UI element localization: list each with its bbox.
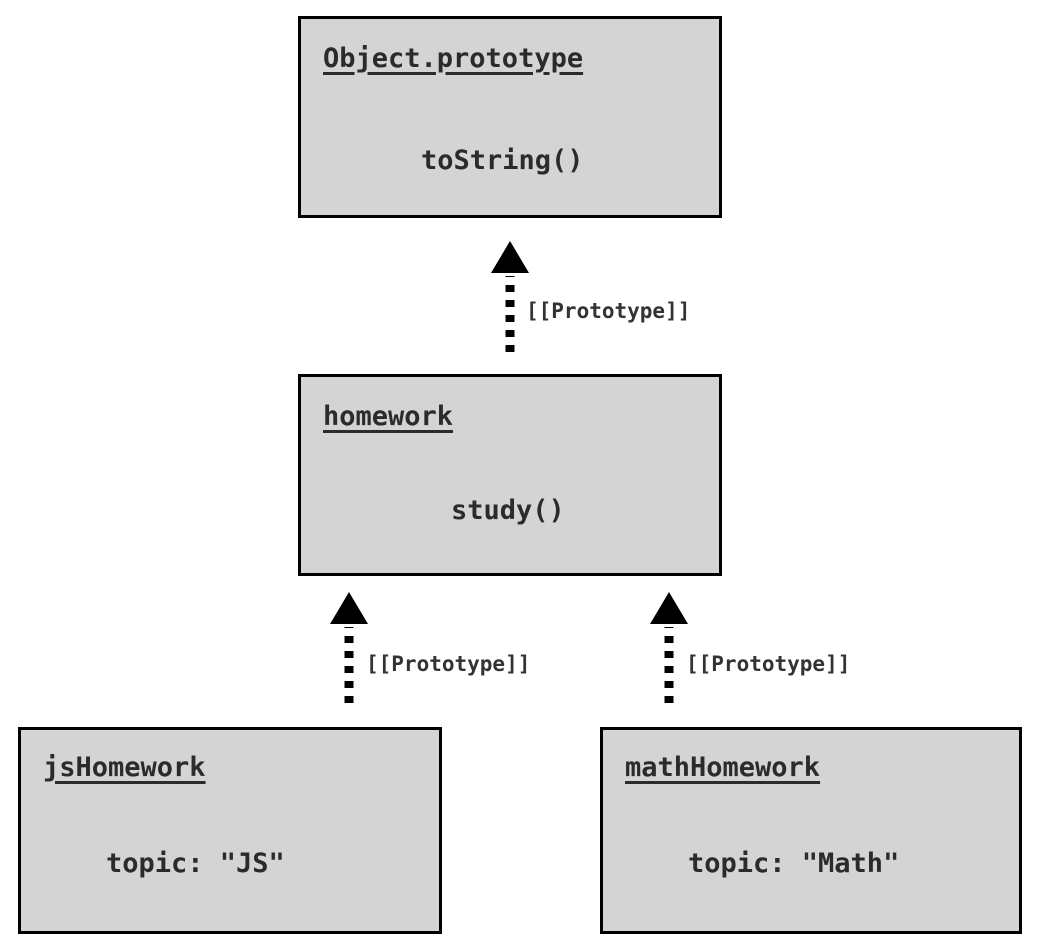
node-title-jshomework: jsHomework <box>43 752 206 783</box>
node-box-jshomework[interactable]: jsHomework topic: "JS" <box>18 727 442 934</box>
node-box-object-prototype[interactable]: Object.prototype toString() <box>298 16 722 218</box>
node-member-mathhomework-topic: topic: "Math" <box>688 848 900 879</box>
edge-homework-to-object-prototype <box>491 241 529 352</box>
node-box-mathhomework[interactable]: mathHomework topic: "Math" <box>600 727 1022 934</box>
node-member-homework-study: study() <box>451 495 565 526</box>
node-title-object-prototype: Object.prototype <box>323 43 584 74</box>
edge-mathhomework-to-homework <box>650 592 688 703</box>
node-member-jshomework-topic: topic: "JS" <box>106 848 285 879</box>
edge-label-homework-to-object-prototype: [[Prototype]] <box>526 299 691 323</box>
edge-label-jshomework-to-homework: [[Prototype]] <box>366 652 531 676</box>
edge-jshomework-to-homework <box>330 592 368 703</box>
node-member-object-prototype-tostring: toString() <box>421 145 584 176</box>
node-title-homework: homework <box>323 401 454 432</box>
edge-label-mathhomework-to-homework: [[Prototype]] <box>686 652 851 676</box>
arrowhead-mathhomework-to-homework <box>650 592 688 624</box>
node-title-mathhomework: mathHomework <box>625 752 821 783</box>
node-box-homework[interactable]: homework study() <box>298 374 722 576</box>
arrowhead-homework-to-object-prototype <box>491 241 529 273</box>
arrowhead-jshomework-to-homework <box>330 592 368 624</box>
